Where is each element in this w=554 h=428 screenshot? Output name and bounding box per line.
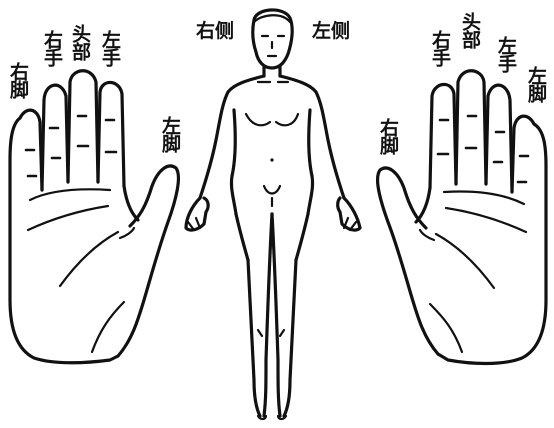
body-label-left-side: 左侧 bbox=[312, 22, 350, 41]
body-label-right-side: 右侧 bbox=[196, 22, 234, 41]
right-hand-label-left-foot: 左脚 bbox=[526, 66, 545, 102]
right-hand-label-head: 头部 bbox=[460, 12, 479, 48]
left-hand-label-right-hand: 右手 bbox=[42, 30, 61, 66]
right-hand-label-left-hand: 左手 bbox=[496, 36, 515, 72]
left-hand-label-head: 头部 bbox=[70, 24, 89, 60]
right-hand-label-right-hand: 右手 bbox=[430, 30, 449, 66]
left-palm-drawing bbox=[10, 71, 178, 363]
right-palm-drawing bbox=[378, 71, 546, 364]
body-figure-drawing bbox=[186, 10, 360, 419]
left-hand-label-left-hand: 左手 bbox=[100, 30, 119, 66]
left-hand-label-left-foot: 左脚 bbox=[160, 116, 179, 152]
left-hand-label-right-foot: 右脚 bbox=[8, 62, 27, 98]
right-hand-label-right-foot: 右脚 bbox=[378, 118, 397, 154]
